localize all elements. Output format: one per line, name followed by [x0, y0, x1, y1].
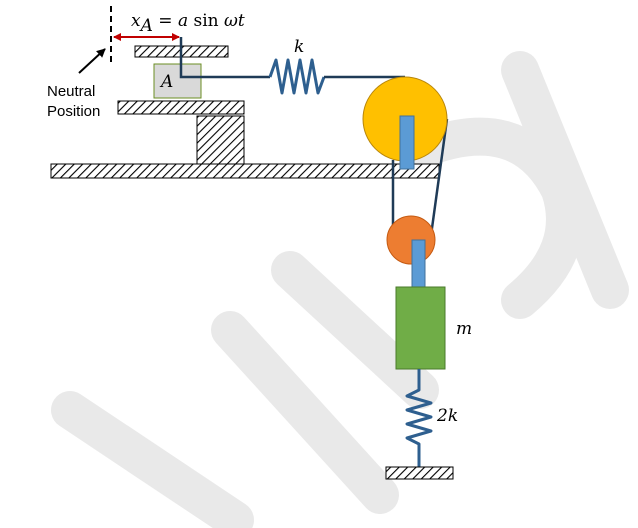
top-spring-label: k: [294, 37, 304, 57]
ground-platform: [50, 163, 440, 179]
support-pillar: [196, 115, 245, 165]
mass-block: [395, 286, 446, 370]
bottom-pulley-axle: [411, 239, 426, 289]
displacement-label: xA = a sin ωt: [131, 11, 245, 36]
watermark: [51, 51, 629, 528]
block-a: [153, 63, 202, 99]
bottom-pulley: [386, 215, 436, 265]
bottom-anchor: [385, 466, 454, 480]
block-a-label: A: [159, 72, 173, 92]
mass-label: m: [456, 319, 472, 339]
lower-guide-rail: [117, 100, 245, 115]
bottom-spring: [405, 369, 433, 467]
bottom-spring-label: 2k: [436, 406, 458, 426]
top-spring: [268, 58, 326, 95]
neutral-pointer-arrow: [78, 48, 106, 74]
neutral-label-line1: Neutral: [47, 83, 95, 100]
neutral-label-line2: Position: [47, 103, 100, 120]
block-rod: [179, 37, 270, 79]
top-pulley-axle: [399, 115, 415, 170]
